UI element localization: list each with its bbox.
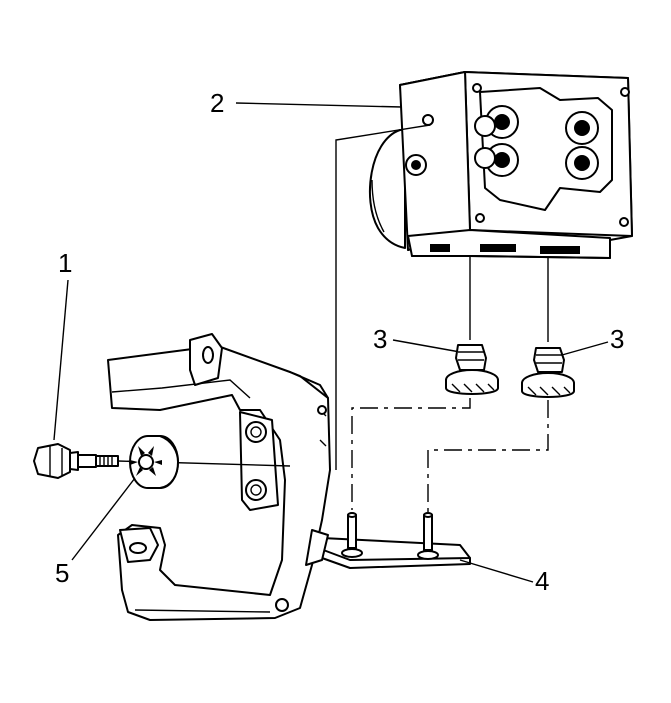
grommet: [129, 435, 179, 489]
callout-2-label: 2: [210, 88, 224, 118]
modulator-block: [368, 71, 633, 259]
callout-2-leader: [235, 102, 403, 108]
callout-3b-label: 3: [610, 324, 624, 354]
bolt: [33, 443, 119, 479]
callout-3a-label: 3: [373, 324, 387, 354]
callout-3a-leader: [392, 339, 461, 353]
callout-4-leader: [459, 559, 534, 583]
callout-5-leader: [71, 477, 136, 561]
callout-4-label: 4: [535, 566, 549, 596]
mounting-bracket: [107, 333, 331, 621]
isolator-left: [445, 344, 499, 395]
callout-1-label: 1: [58, 248, 72, 278]
callout-1-leader: [53, 279, 69, 441]
callout-5-label: 5: [55, 558, 69, 588]
callout-3b-leader: [561, 341, 609, 356]
isolator-right: [521, 347, 575, 398]
mounting-plate: [317, 512, 471, 569]
port-bottom-right: [565, 146, 599, 180]
port-top-right: [565, 111, 599, 145]
